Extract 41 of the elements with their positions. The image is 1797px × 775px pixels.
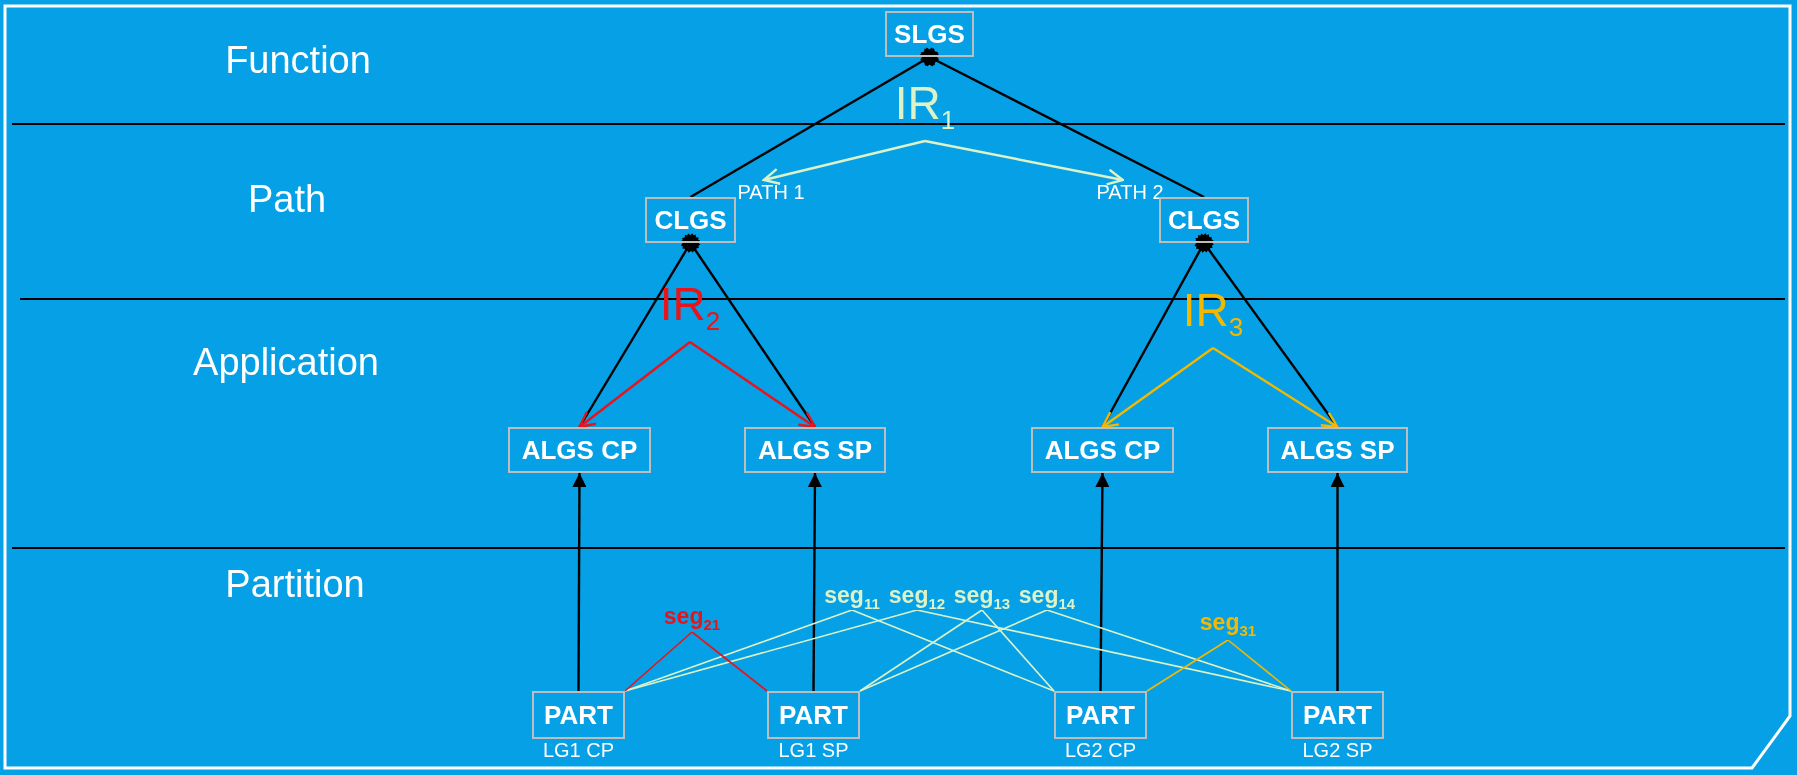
system-box: SLGS <box>885 11 974 57</box>
box-caption: LG2 CP <box>1063 739 1138 761</box>
system-box: CLGS <box>1159 197 1249 243</box>
box-caption: LG1 CP <box>541 739 616 761</box>
arrow <box>578 341 691 429</box>
connector-line <box>859 609 983 692</box>
connector-line <box>624 631 693 692</box>
arrow <box>1101 347 1214 429</box>
connector-line <box>1046 609 1292 692</box>
connector-line <box>624 609 918 692</box>
row-label: Partition <box>225 562 365 606</box>
system-box: ALGS CP <box>1031 427 1174 473</box>
connector-line <box>920 47 1205 199</box>
path-label: PATH 1 <box>735 180 807 204</box>
system-box: PART <box>767 691 860 739</box>
connector-line <box>1146 639 1229 692</box>
connector-line <box>1227 639 1292 692</box>
system-box: ALGS CP <box>508 427 651 473</box>
system-box: CLGS <box>645 197 736 243</box>
arrow <box>924 139 1124 186</box>
connector-line <box>691 631 768 692</box>
row-label: Function <box>225 38 371 82</box>
relation-label: IR$_{3}$ <box>1178 287 1248 348</box>
arrow <box>1095 473 1110 691</box>
arrow <box>689 341 817 429</box>
row-label: Path <box>247 177 327 221</box>
box-caption: LG1 SP <box>777 739 850 761</box>
box-caption: LG2 SP <box>1301 739 1374 761</box>
system-box: PART <box>1291 691 1384 739</box>
connector-line <box>689 47 940 199</box>
arrow <box>572 473 587 691</box>
arrow <box>807 473 822 691</box>
system-box: PART <box>532 691 625 739</box>
arrow <box>762 139 926 185</box>
system-box: PART <box>1054 691 1147 739</box>
system-box: ALGS SP <box>744 427 886 473</box>
connector-line <box>981 609 1055 692</box>
system-box: ALGS SP <box>1267 427 1408 473</box>
row-label: Application <box>193 340 379 384</box>
arrow <box>1330 473 1345 691</box>
arrow <box>1212 347 1339 429</box>
